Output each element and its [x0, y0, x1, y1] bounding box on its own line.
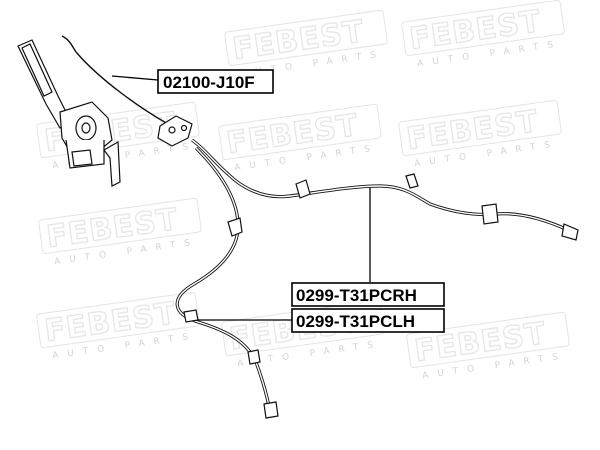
leader-lines: [111, 75, 371, 321]
rear-left-cable-drawing: [175, 146, 279, 419]
part-number-label: 0299-T31PCLH: [296, 312, 415, 331]
watermark-tile: FEBEST AUTO PARTS: [401, 0, 565, 69]
callout-02100-J10F[interactable]: 02100-J10F: [157, 69, 274, 94]
watermark-tile: FEBEST AUTO PARTS: [38, 197, 202, 267]
watermark-tile: FEBEST AUTO PARTS: [218, 103, 382, 173]
handbrake-lever-assembly: [17, 35, 193, 187]
callout-0299-T31PCLH[interactable]: 0299-T31PCLH: [291, 308, 445, 333]
part-number-label: 02100-J10F: [163, 73, 255, 92]
rear-right-cable-drawing: [191, 138, 579, 241]
part-number-label: 0299-T31PCRH: [296, 286, 417, 305]
watermark-tile: FEBEST AUTO PARTS: [398, 99, 562, 169]
callout-0299-T31PCRH[interactable]: 0299-T31PCRH: [291, 282, 445, 307]
